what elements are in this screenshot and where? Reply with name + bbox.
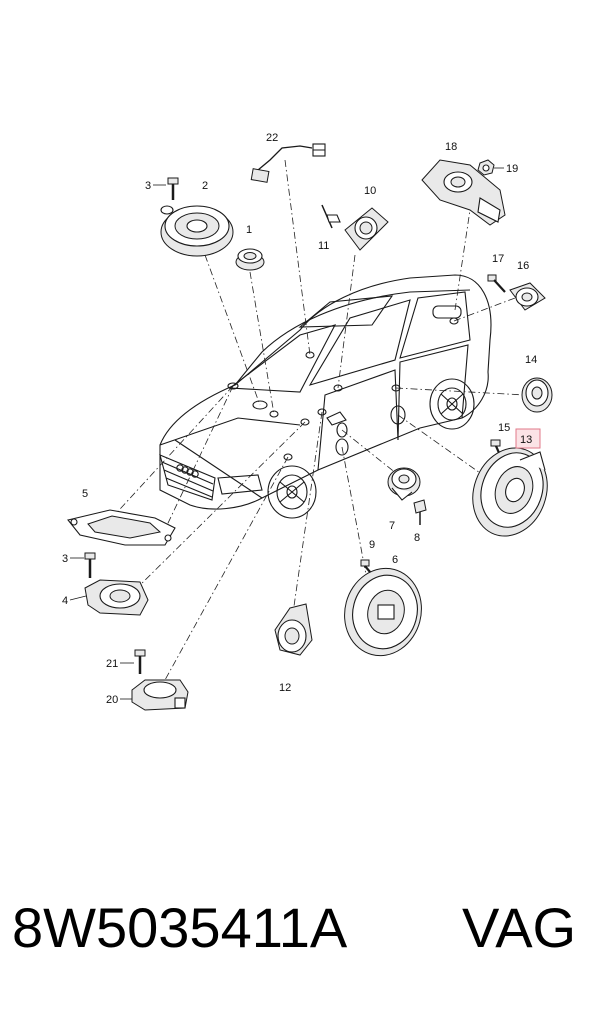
callout-11: 11	[318, 240, 329, 252]
callout-9: 9	[369, 539, 375, 551]
callout-labels: 22 3 2 1 10 11 18 19 17 16 14 15 13 5 7 …	[62, 132, 541, 706]
front-wheel	[267, 465, 317, 519]
part-14-tweeter	[521, 377, 553, 413]
car-illustration	[159, 274, 492, 519]
callout-18: 18	[445, 141, 457, 153]
callout-5: 5	[82, 488, 88, 500]
rings-logo	[176, 464, 199, 478]
part-21-screw	[134, 649, 146, 674]
part-4-center-speaker	[84, 579, 149, 616]
callout-4: 4	[62, 595, 68, 607]
part-10-grille-speaker	[344, 207, 389, 251]
speaker-location-marks	[227, 305, 462, 461]
part-12-speaker-bracket	[274, 603, 313, 656]
speaker-parts-diagram: 22 3 2 1 10 11 18 19 17 16 14 15 13 5 7 …	[62, 132, 553, 711]
callout-7: 7	[389, 520, 395, 532]
callout-12: 12	[279, 682, 291, 694]
callout-1: 1	[246, 224, 252, 236]
part-13-door-speaker	[472, 447, 548, 537]
part-17-screw	[487, 274, 506, 293]
callout-15: 15	[498, 422, 510, 434]
callout-14: 14	[525, 354, 537, 366]
callout-8: 8	[414, 532, 420, 544]
callout-21: 21	[106, 658, 118, 670]
part-16-speaker	[509, 282, 546, 311]
callout-16: 16	[517, 260, 529, 272]
callout-17: 17	[492, 253, 504, 265]
part-20-speaker-module	[131, 679, 189, 711]
part-19-nut	[477, 159, 495, 176]
part-1-tweeter	[235, 248, 265, 271]
footer: 8W5035411A VAG	[0, 895, 600, 975]
callout-6: 6	[392, 554, 398, 566]
callout-20: 20	[106, 694, 118, 706]
callout-2: 2	[202, 180, 208, 192]
callout-3-top: 3	[145, 180, 151, 192]
part-8-clip	[413, 499, 427, 525]
leader-lines	[109, 159, 526, 681]
brand-label: VAG	[462, 896, 577, 959]
part-3-screw-top	[167, 177, 179, 200]
part-5-grille-frame	[67, 509, 176, 546]
highlight-box-13	[515, 428, 541, 449]
part-18-subwoofer-housing	[421, 159, 506, 226]
callout-22: 22	[266, 132, 278, 144]
part-number: 8W5035411A	[12, 896, 348, 959]
part-6-woofer	[344, 567, 422, 657]
callout-3-lower: 3	[62, 553, 68, 565]
callout-19: 19	[506, 163, 518, 175]
part-11-pin	[321, 204, 341, 229]
callout-10: 10	[364, 185, 376, 197]
part-2-woofer	[160, 205, 234, 257]
callout-13: 13	[520, 434, 532, 446]
part-3-screw-lower	[84, 552, 96, 578]
part-22-cable	[250, 143, 326, 183]
rear-wheel	[429, 378, 475, 430]
part-7-midrange	[387, 467, 421, 501]
